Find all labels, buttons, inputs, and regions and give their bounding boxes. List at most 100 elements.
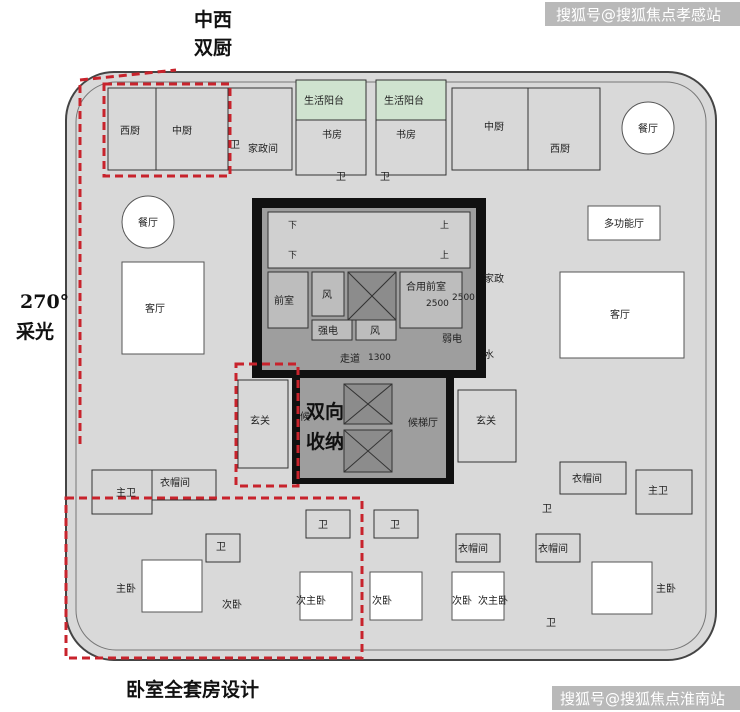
label-cloak-m1: 衣帽间 bbox=[458, 542, 488, 555]
label-balcony-left: 生活阳台 bbox=[304, 94, 344, 107]
label-bath-a: 卫 bbox=[216, 542, 226, 553]
shared-front-room bbox=[399, 271, 463, 329]
label-bath-b: 卫 bbox=[318, 520, 328, 531]
label-second-master-right: 次主卧 bbox=[478, 594, 508, 607]
label-front-room: 前室 bbox=[274, 294, 294, 307]
label-second-left: 次卧 bbox=[222, 598, 242, 611]
master-bed-left bbox=[141, 559, 203, 613]
shaft-wind-2 bbox=[355, 319, 397, 341]
label-corridor: 走道 bbox=[340, 352, 360, 365]
highlight-light bbox=[78, 68, 177, 444]
bath-master-right-room bbox=[635, 469, 693, 515]
annotation-storage-2: 收纳 bbox=[306, 430, 344, 453]
bath-b-room bbox=[305, 509, 351, 539]
label-shared-front: 合用前室 bbox=[406, 280, 446, 293]
label-chinese-kitchen: 中厨 bbox=[172, 124, 192, 137]
label-stair-down-1: 下 bbox=[288, 221, 297, 231]
label-living-left: 客厅 bbox=[145, 302, 165, 315]
label-lift-hall: 候梯厅 bbox=[408, 416, 438, 429]
annotation-storage-1: 双向 bbox=[306, 400, 344, 423]
annotation-light-2: 采光 bbox=[16, 320, 54, 343]
label-dim-2500b: 2500 bbox=[452, 293, 475, 303]
stair-well bbox=[267, 211, 471, 269]
elevator-top-cross-b bbox=[347, 271, 397, 321]
label-cloak-m2: 衣帽间 bbox=[538, 542, 568, 555]
label-master-left: 主卧 bbox=[116, 582, 136, 595]
label-bath-e: 卫 bbox=[336, 172, 346, 183]
label-study-right: 书房 bbox=[396, 128, 416, 141]
master-bed-right bbox=[591, 561, 653, 615]
living-room-left-sofa bbox=[121, 261, 205, 355]
label-housekeeping-2: 家政 bbox=[484, 272, 504, 285]
second-master-bed-right bbox=[451, 571, 505, 621]
second-bed-middle bbox=[369, 571, 423, 621]
label-master-right: 主卧 bbox=[656, 582, 676, 595]
strong-elec-room bbox=[311, 319, 353, 341]
highlight-kitchens bbox=[102, 82, 232, 178]
label-stair-up-1: 上 bbox=[440, 220, 449, 231]
west-kitchen-right bbox=[527, 87, 601, 171]
cloak-middle-2 bbox=[535, 533, 581, 563]
study-right-room bbox=[375, 119, 447, 176]
annotation-light-1: 270° bbox=[20, 291, 69, 313]
watermark-bottom: 搜狐号@搜狐焦点淮南站 bbox=[560, 690, 725, 708]
annotation-suite: 卧室全套房设计 bbox=[126, 678, 259, 701]
label-bath-master-left: 主卫 bbox=[116, 487, 136, 499]
label-wind-1: 风 bbox=[322, 289, 332, 301]
elevator-mid-1-cross-b bbox=[343, 383, 393, 425]
highlight-storage bbox=[234, 362, 300, 488]
balcony-left bbox=[295, 79, 367, 121]
label-entrance-right: 玄关 bbox=[476, 414, 496, 427]
entrance-left bbox=[237, 379, 289, 469]
cloak-left-room bbox=[151, 469, 217, 501]
watermark-top: 搜狐号@搜狐焦点孝感站 bbox=[556, 6, 721, 24]
chinese-kitchen bbox=[155, 87, 229, 171]
cloak-middle-1 bbox=[455, 533, 501, 563]
dining-table-left bbox=[121, 195, 175, 249]
label-stair-up-2: 上 bbox=[440, 250, 449, 261]
label-chinese-kitchen-right: 中厨 bbox=[484, 120, 504, 133]
label-bath-f: 卫 bbox=[546, 618, 556, 629]
label-dim-2500a: 2500 bbox=[426, 299, 449, 309]
cloak-right-room bbox=[559, 461, 627, 495]
annotation-kitchen-2: 双厨 bbox=[194, 37, 232, 59]
multi-function-hall bbox=[587, 205, 661, 241]
label-water: 水 bbox=[484, 349, 494, 361]
shaft-wind-1 bbox=[311, 271, 345, 317]
west-kitchen bbox=[107, 87, 157, 171]
bath-master-left-room bbox=[91, 469, 153, 515]
label-stair-down-2: 下 bbox=[288, 251, 297, 261]
entrance-right bbox=[457, 389, 517, 463]
bath-c-room bbox=[373, 509, 419, 539]
highlight-suite bbox=[64, 496, 364, 660]
label-dining-right: 餐厅 bbox=[638, 122, 658, 135]
living-room-right-sofa bbox=[559, 271, 685, 359]
label-second-master-left: 次主卧 bbox=[296, 594, 326, 607]
watermark-top-bg bbox=[545, 2, 740, 26]
elevator-mid-2-cross-b bbox=[343, 429, 393, 473]
label-bath-g: 卫 bbox=[542, 504, 552, 515]
label-second-right: 次卧 bbox=[452, 594, 472, 607]
chinese-kitchen-right bbox=[451, 87, 529, 171]
label-wind-2: 风 bbox=[370, 325, 380, 337]
label-weak-elec: 弱电 bbox=[442, 332, 462, 345]
label-bath-h: 卫 bbox=[230, 140, 240, 151]
label-west-kitchen: 西厨 bbox=[120, 125, 140, 137]
label-dining-left: 餐厅 bbox=[138, 216, 158, 229]
label-cloak-right: 衣帽间 bbox=[572, 472, 602, 485]
front-room bbox=[267, 271, 309, 329]
label-bath-d: 卫 bbox=[380, 172, 390, 183]
label-bath-master-right: 主卫 bbox=[648, 485, 668, 497]
dining-table-right bbox=[621, 101, 675, 155]
bath-a-room bbox=[205, 533, 241, 563]
label-multi-hall: 多功能厅 bbox=[604, 217, 644, 230]
label-entrance-left: 玄关 bbox=[250, 414, 270, 427]
label-dim-1300: 1300 bbox=[368, 353, 391, 363]
label-bath-c: 卫 bbox=[390, 520, 400, 531]
annotation-kitchen-1: 中西 bbox=[194, 8, 232, 31]
label-balcony-right: 生活阳台 bbox=[384, 94, 424, 107]
label-housekeeping: 家政间 bbox=[248, 142, 278, 155]
label-study-left: 书房 bbox=[322, 128, 342, 141]
label-living-right: 客厅 bbox=[610, 308, 630, 321]
